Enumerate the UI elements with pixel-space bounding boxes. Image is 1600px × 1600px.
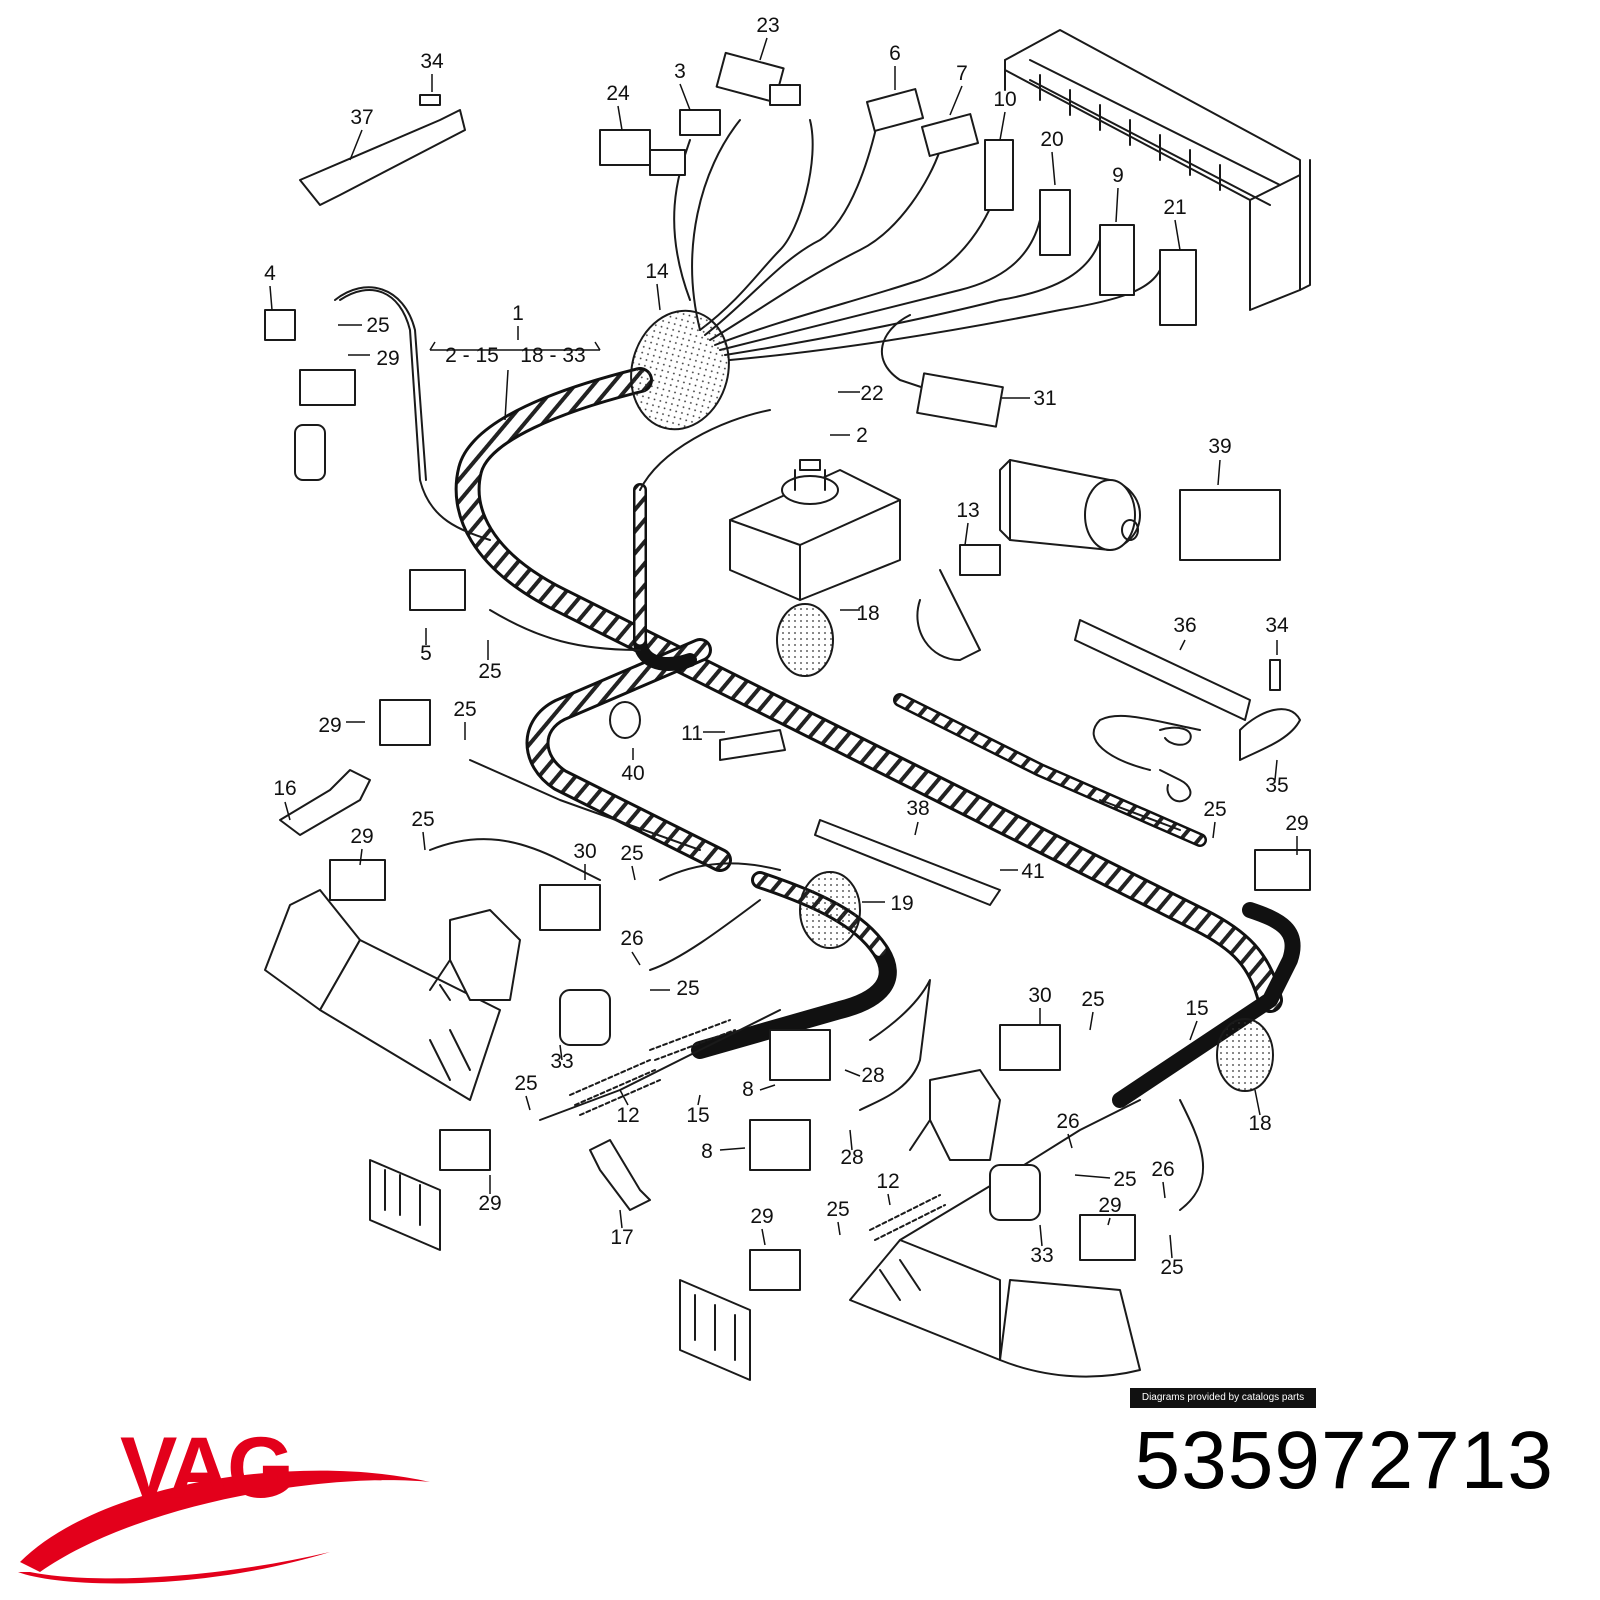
callout-25: 25 bbox=[478, 660, 501, 683]
diagram-credit: Diagrams provided by catalogs parts bbox=[1130, 1388, 1316, 1408]
callout-35: 35 bbox=[1265, 774, 1288, 797]
callout-28: 28 bbox=[840, 1146, 863, 1169]
callout-36: 36 bbox=[1173, 614, 1196, 637]
callout-25: 25 bbox=[453, 698, 476, 721]
lamp-adjusters bbox=[429, 909, 1001, 1161]
grommets bbox=[630, 309, 1274, 1092]
harness-bundle bbox=[454, 367, 1301, 1108]
callout-28: 28 bbox=[861, 1064, 884, 1087]
callout-3: 3 bbox=[674, 60, 686, 83]
lamp-lenses bbox=[264, 889, 1141, 1381]
callout-18: 18 bbox=[1248, 1112, 1271, 1135]
callout-21: 21 bbox=[1163, 196, 1186, 219]
callout-26: 26 bbox=[1151, 1158, 1174, 1181]
callout-12: 12 bbox=[876, 1170, 899, 1193]
callout-12: 12 bbox=[616, 1104, 639, 1127]
motor bbox=[999, 459, 1141, 551]
callout-25: 25 bbox=[826, 1198, 849, 1221]
callout-30: 30 bbox=[573, 840, 596, 863]
callout-19: 19 bbox=[890, 892, 913, 915]
relay-box bbox=[1004, 29, 1311, 311]
callout-4: 4 bbox=[264, 262, 276, 285]
callout-25: 25 bbox=[1113, 1168, 1136, 1191]
callout-25: 25 bbox=[411, 808, 434, 831]
callout-25: 25 bbox=[1160, 1256, 1183, 1279]
callout-5: 5 bbox=[420, 642, 432, 665]
logo-swoosh-lower bbox=[18, 1552, 330, 1584]
callout-25: 25 bbox=[1203, 798, 1226, 821]
bellows bbox=[569, 1019, 946, 1241]
callout-37: 37 bbox=[350, 106, 373, 129]
callout-29: 29 bbox=[376, 347, 399, 370]
vag-logo: VAG bbox=[18, 1420, 430, 1584]
callout-2: 2 bbox=[856, 424, 868, 447]
logo-swoosh bbox=[20, 1470, 430, 1572]
callout-25: 25 bbox=[620, 842, 643, 865]
callout-29: 29 bbox=[318, 714, 341, 737]
callout-2-15: 2 - 15 bbox=[445, 344, 499, 367]
callout-31: 31 bbox=[1033, 387, 1056, 410]
callout-33: 33 bbox=[550, 1050, 573, 1073]
callout-41: 41 bbox=[1021, 860, 1044, 883]
callout-6: 6 bbox=[889, 42, 901, 65]
callout-7: 7 bbox=[956, 62, 968, 85]
callout-40: 40 bbox=[621, 762, 644, 785]
callout-18-33: 18 - 33 bbox=[520, 344, 585, 367]
callout-14: 14 bbox=[645, 260, 669, 283]
callout-1: 1 bbox=[512, 302, 524, 325]
callout-25: 25 bbox=[676, 977, 699, 1000]
callout-29: 29 bbox=[478, 1192, 501, 1215]
cables bbox=[334, 109, 1205, 1241]
callout-18: 18 bbox=[856, 602, 879, 625]
connectors bbox=[264, 51, 1311, 1291]
callout-17: 17 bbox=[610, 1226, 633, 1249]
brackets bbox=[279, 94, 1301, 1211]
callout-15: 15 bbox=[686, 1104, 709, 1127]
callout-26: 26 bbox=[1056, 1110, 1079, 1133]
callout-34: 34 bbox=[1265, 614, 1289, 637]
fluid-reservoir bbox=[729, 459, 901, 601]
callout-25: 25 bbox=[1081, 988, 1104, 1011]
callout-39: 39 bbox=[1208, 435, 1231, 458]
callout-15: 15 bbox=[1185, 997, 1208, 1020]
callout-8: 8 bbox=[742, 1078, 754, 1101]
callout-9: 9 bbox=[1112, 164, 1124, 187]
callout-29: 29 bbox=[1285, 812, 1308, 835]
callout-33: 33 bbox=[1030, 1244, 1053, 1267]
callout-23: 23 bbox=[756, 14, 779, 37]
callout-11: 11 bbox=[681, 722, 703, 745]
leader-lines bbox=[269, 37, 1298, 1259]
callout-29: 29 bbox=[750, 1205, 773, 1228]
callouts: 23 34 3 6 7 10 24 37 20 9 21 4 14 1 2 - … bbox=[264, 14, 1309, 1279]
callout-34: 34 bbox=[420, 50, 444, 73]
callout-25: 25 bbox=[366, 314, 389, 337]
callout-26: 26 bbox=[620, 927, 643, 950]
callout-29: 29 bbox=[1098, 1194, 1121, 1217]
callout-10: 10 bbox=[993, 88, 1016, 111]
callout-22: 22 bbox=[860, 382, 883, 405]
callout-38: 38 bbox=[906, 797, 929, 820]
callout-16: 16 bbox=[273, 777, 296, 800]
callout-20: 20 bbox=[1040, 128, 1063, 151]
callout-30: 30 bbox=[1028, 984, 1051, 1007]
logo-text: VAG bbox=[120, 1420, 291, 1516]
callout-13: 13 bbox=[956, 499, 979, 522]
callout-8: 8 bbox=[701, 1140, 713, 1163]
diagram-artwork bbox=[264, 29, 1311, 1381]
part-number: 535972713 bbox=[1134, 1415, 1554, 1506]
callout-29: 29 bbox=[350, 825, 373, 848]
callout-25: 25 bbox=[514, 1072, 537, 1095]
callout-24: 24 bbox=[606, 82, 630, 105]
